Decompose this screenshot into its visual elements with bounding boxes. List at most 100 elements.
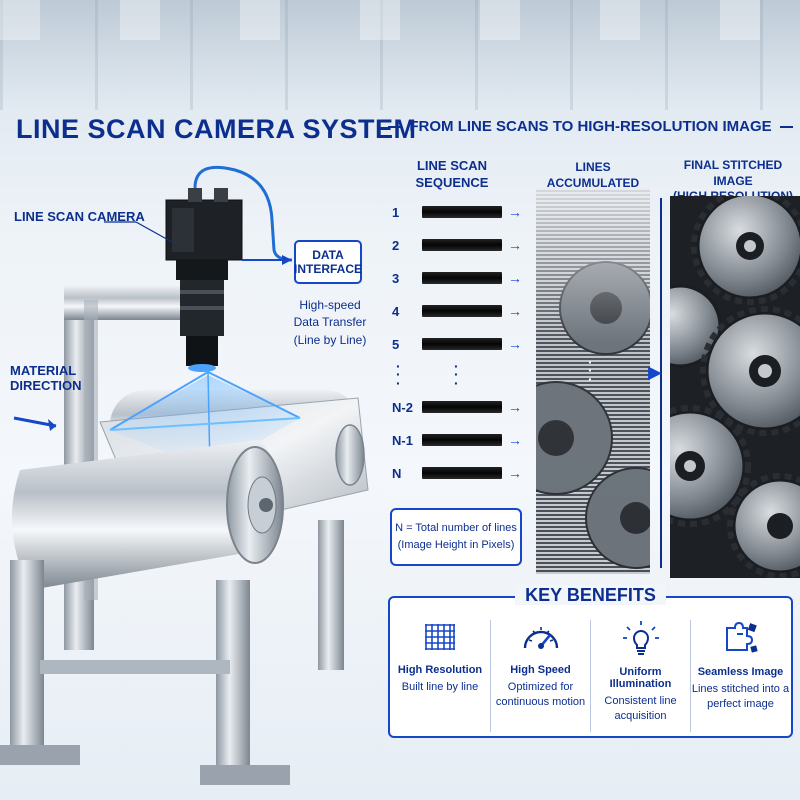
- scan-line-bar: [422, 206, 502, 218]
- benefit-desc: Optimized for continuous motion: [491, 680, 590, 711]
- stitch-arrow-icon: ▶: [648, 362, 662, 382]
- sequence-header-line1: LINE SCAN: [416, 158, 488, 173]
- section-title: FROM LINE SCANS TO HIGH-RESOLUTION IMAGE: [388, 118, 794, 135]
- sequence-row: 3→: [392, 268, 522, 288]
- benefit-desc-line: continuous motion: [495, 696, 586, 709]
- puzzle-icon: [725, 621, 758, 653]
- leg-front: [216, 580, 250, 770]
- frame-arm: [64, 286, 184, 320]
- key-benefits-title: KEY BENEFITS: [390, 585, 791, 606]
- leg-left: [10, 560, 44, 750]
- title-rule-right: [779, 125, 794, 128]
- benefit-desc-line: Lines stitched into a: [691, 683, 790, 695]
- scan-line-bar: [422, 467, 502, 479]
- arrow-right-icon: →: [508, 204, 522, 220]
- sequence-index: N-1: [392, 432, 413, 448]
- sequence-row: 1→: [392, 202, 522, 222]
- scan-line-bar: [422, 434, 502, 446]
- accum-dots: ···: [588, 354, 593, 387]
- benefit-desc: Lines stitched into a perfect image: [691, 682, 790, 713]
- final-stitched-image: [670, 196, 800, 578]
- sequence-index: 2: [392, 237, 400, 253]
- scan-line-bar: [422, 272, 502, 284]
- accumulated-fade: [536, 188, 650, 574]
- front-roller: [12, 440, 281, 590]
- benefit-desc-line: acquisition: [614, 710, 667, 723]
- sequence-index: N: [392, 465, 402, 481]
- material-label-line1: MATERIAL: [10, 363, 77, 378]
- title-rule-left: [388, 125, 402, 128]
- sequence-row: 4→: [392, 301, 522, 321]
- scan-line-bar: [422, 239, 502, 251]
- foot-left: [0, 745, 80, 765]
- camera-lens: [176, 260, 228, 280]
- sequence-index: N-2: [392, 399, 413, 415]
- sequence-index: 3: [392, 270, 400, 286]
- benefit-name: High Speed: [510, 664, 571, 676]
- sequence-row: 5→: [392, 334, 522, 354]
- stitch-bracket: [654, 198, 662, 568]
- benefit-seamless-image: Seamless Image Lines stitched into a per…: [690, 620, 790, 732]
- sequence-row: N→: [392, 463, 522, 483]
- data-interface-line1: DATA: [312, 247, 344, 262]
- ceiling-lights: [0, 0, 800, 40]
- benefit-name: Seamless Image: [697, 666, 784, 678]
- caption-line1: High-speed: [299, 298, 361, 312]
- arrow-right-icon: →: [508, 270, 522, 286]
- lightbulb-icon: [622, 621, 659, 655]
- material-direction-label: MATERIAL DIRECTION: [10, 363, 82, 394]
- sequence-header-line2: SEQUENCE: [415, 174, 489, 190]
- accumulated-lines-image: ···: [536, 188, 650, 574]
- arrow-right-icon: →: [508, 399, 522, 415]
- arrow-right-icon: →: [508, 432, 522, 448]
- page-title: LINE SCAN CAMERA SYSTEM: [16, 114, 417, 144]
- crossbar: [40, 660, 230, 674]
- accumulated-column-header: LINES ACCUMULATED: [546, 160, 640, 190]
- data-interface-line2: INTERFACE: [294, 262, 363, 276]
- grid-icon: [425, 624, 455, 650]
- benefit-high-speed: High Speed Optimized for continuous moti…: [490, 620, 590, 732]
- scan-line-bar: [422, 401, 502, 413]
- arrow-right-icon: →: [508, 237, 522, 253]
- caption-line2: Data Transfer: [293, 315, 367, 330]
- total-lines-note: N = Total number of lines (Image Height …: [390, 508, 522, 566]
- scan-line-bar: [422, 305, 502, 317]
- foot-front: [200, 765, 290, 785]
- key-benefits-title-text: KEY BENEFITS: [515, 585, 666, 605]
- note-line1: N = Total number of lines: [395, 521, 517, 534]
- data-transfer-caption: High-speed Data Transfer (Line by Line): [282, 297, 378, 349]
- scan-line-bar: [422, 338, 502, 350]
- benefit-desc-line: Consistent line: [604, 695, 677, 707]
- caption-line3: (Line by Line): [293, 332, 367, 347]
- benefit-desc: Built line by line: [390, 680, 490, 695]
- benefit-name: High Resolution: [397, 664, 483, 676]
- benefit-desc-line: perfect image: [707, 698, 774, 711]
- arrow-right-icon: →: [508, 336, 522, 352]
- sequence-row: 2→: [392, 235, 522, 255]
- camera-label: LINE SCAN CAMERA: [14, 209, 145, 224]
- sequence-row: N-2 →: [392, 397, 522, 417]
- sequence-column-header: LINE SCAN SEQUENCE: [392, 158, 512, 192]
- note-line2: (Image Height in Pixels): [397, 539, 515, 551]
- gear-collage: [670, 196, 800, 578]
- benefit-uniform-illumination: Uniform Illumination Consistent line acq…: [590, 620, 690, 732]
- sequence-index: 4: [392, 303, 400, 319]
- benefit-desc: Consistent line acquisition: [591, 694, 690, 725]
- sequence-index: 1: [392, 204, 400, 220]
- camera-cable: [193, 165, 293, 262]
- factory-backdrop: [0, 0, 800, 110]
- ellipsis-dots-bar: ···: [454, 358, 459, 391]
- final-header-line1: FINAL STITCHED IMAGE: [683, 158, 783, 188]
- light-beam: [110, 375, 300, 470]
- conveyor-machine-illustration: [0, 165, 369, 785]
- benefit-desc-line: Built line by line: [401, 681, 479, 693]
- benefit-high-resolution: High Resolution Built line by line: [390, 620, 490, 732]
- benefit-desc-line: Optimized for: [507, 681, 574, 693]
- sequence-index: 5: [392, 336, 400, 352]
- leg-right: [318, 520, 344, 670]
- data-interface-box: DATA INTERFACE: [294, 240, 362, 284]
- sequence-row: N-1 →: [392, 430, 522, 450]
- ellipsis-dots-index: ···: [396, 358, 401, 391]
- speedometer-icon: [523, 627, 558, 649]
- arrow-right-icon: →: [508, 465, 522, 481]
